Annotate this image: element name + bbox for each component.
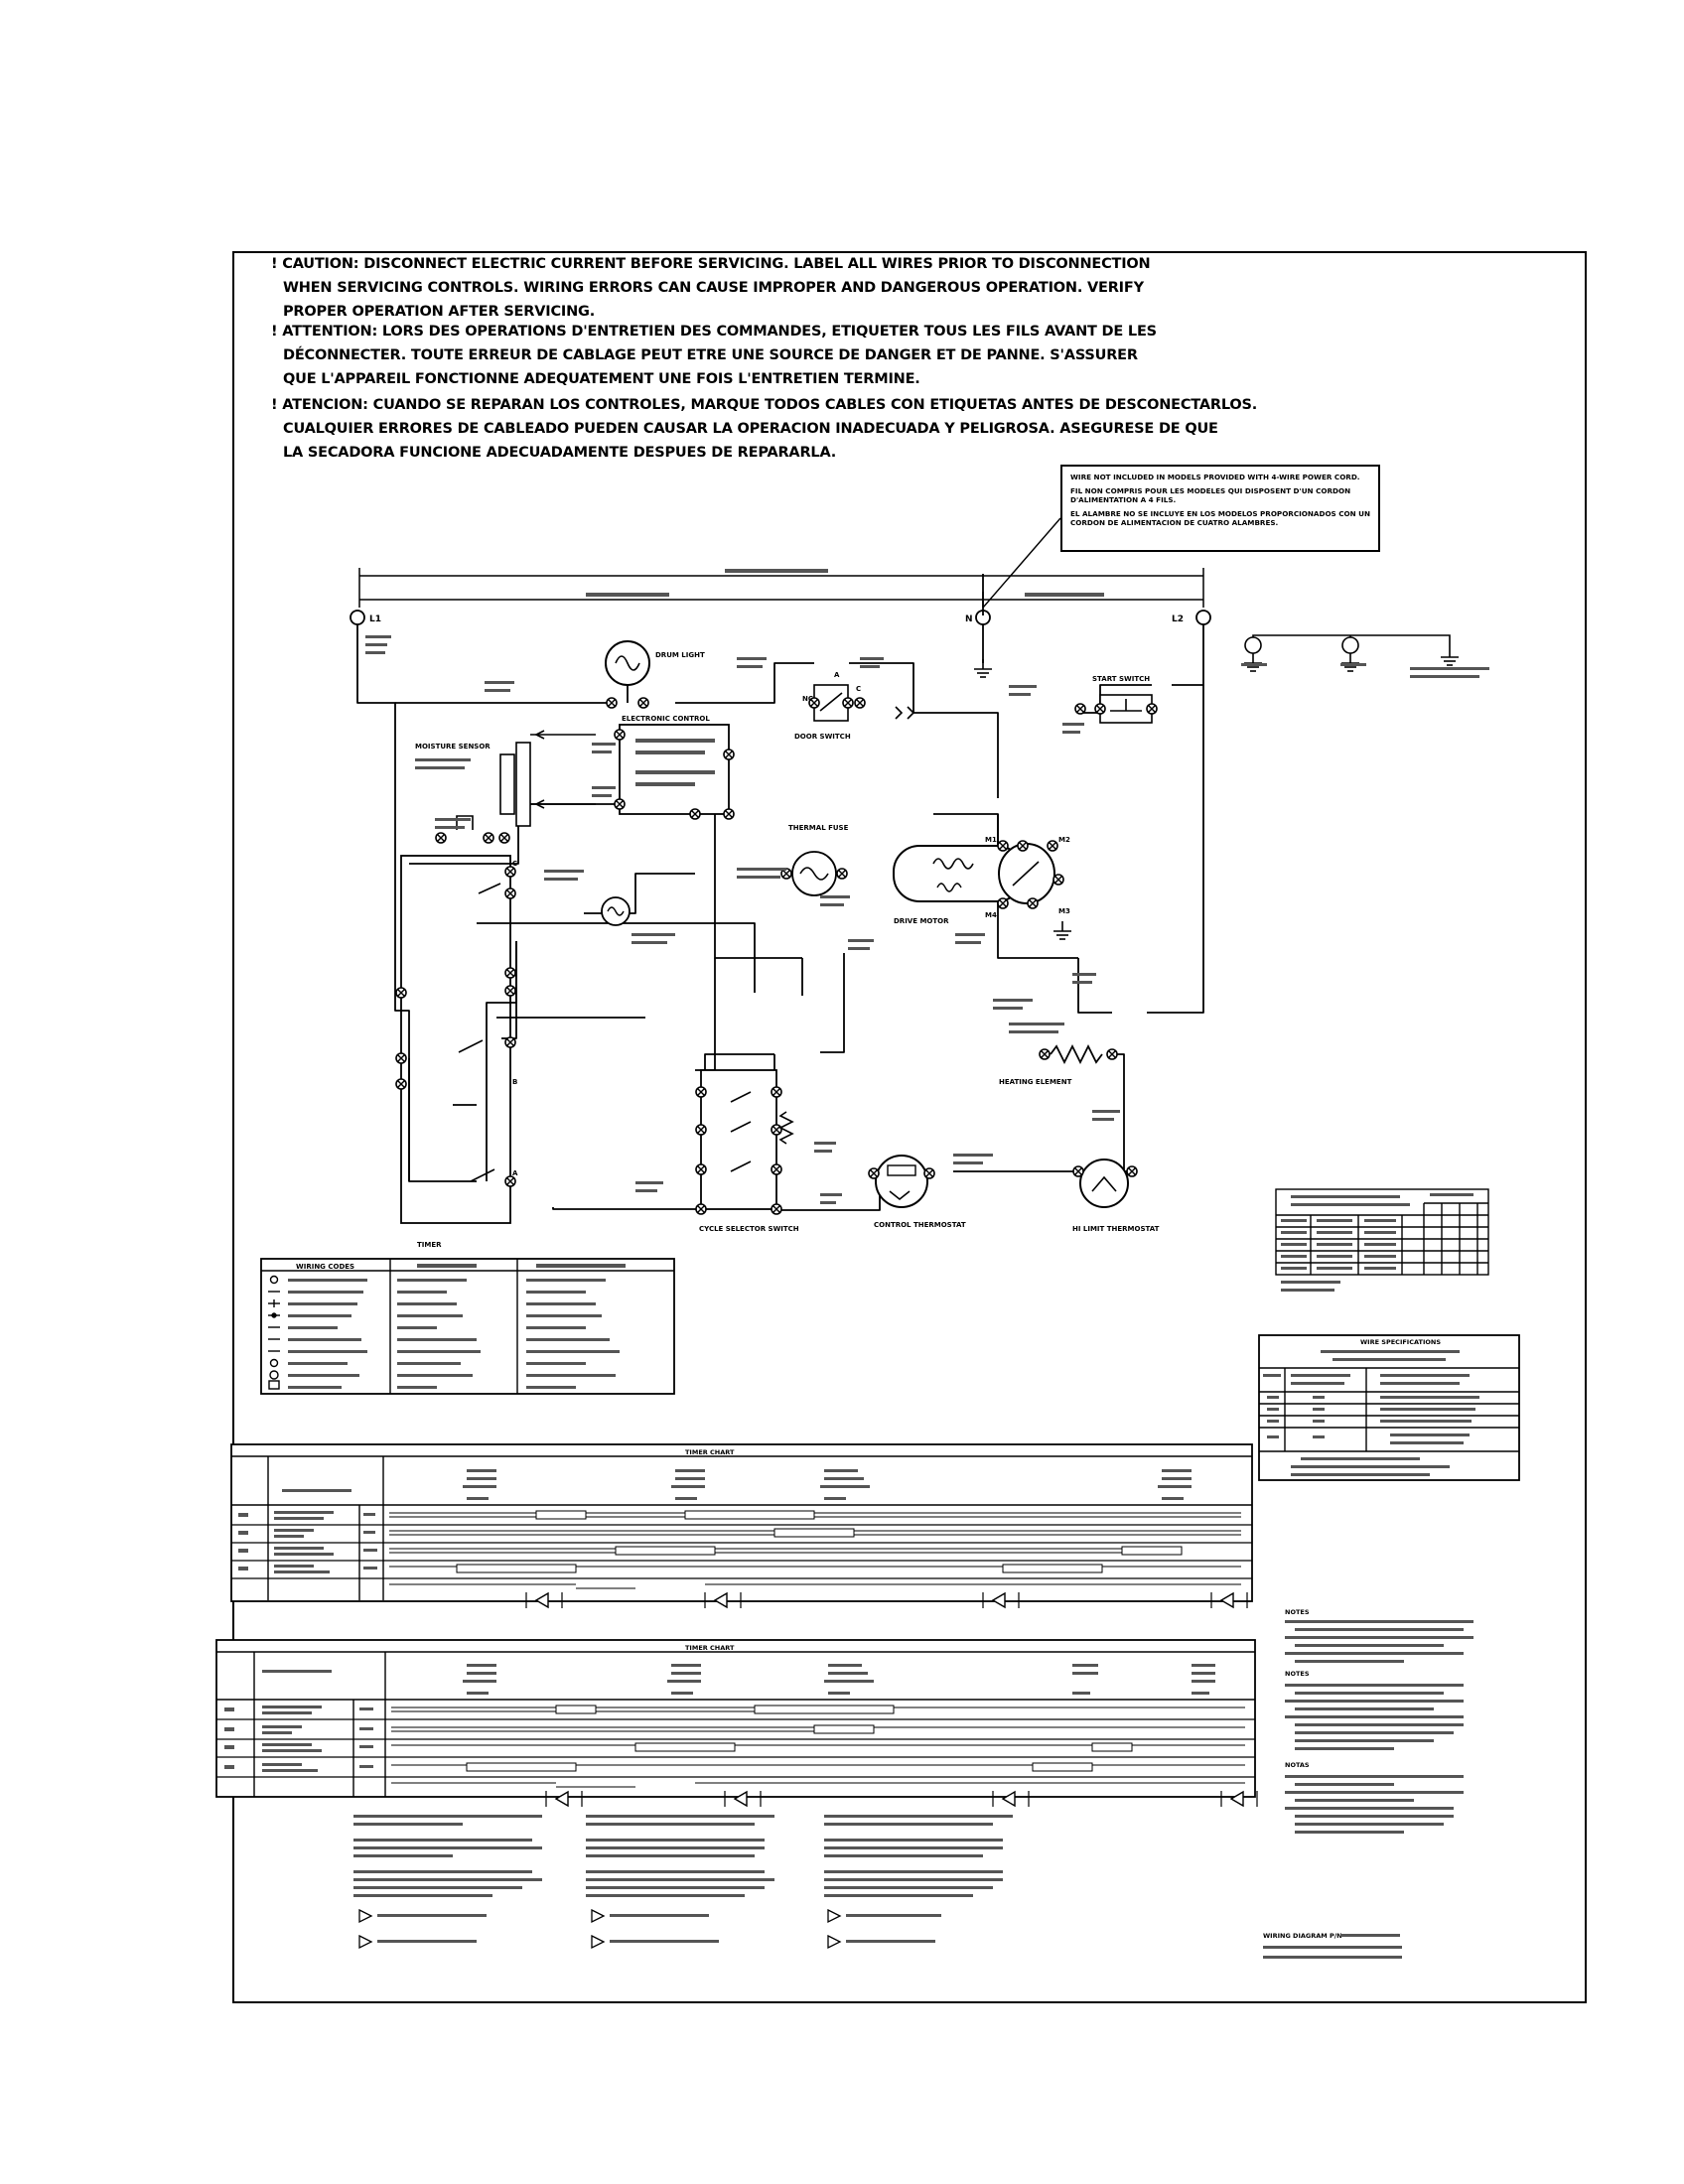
door-switch-c-label: C bbox=[856, 685, 861, 693]
door-switch-connector-arrows bbox=[895, 706, 915, 720]
ground-symbol-1 bbox=[1243, 652, 1263, 672]
timer-motor bbox=[601, 896, 631, 926]
motor-m3-label: M3 bbox=[1058, 907, 1070, 915]
caution-es-line-2: CUALQUIER ERRORES DE CABLEADO PUEDEN CAU… bbox=[283, 421, 1218, 437]
chart-legend-triangles bbox=[358, 1908, 842, 1950]
timer: C A B bbox=[395, 855, 518, 1224]
caution-fr-line-2: DÉCONNECTER. TOUTE ERREUR DE CABLAGE PEU… bbox=[283, 347, 1138, 363]
notes-block: NOTES NOTES NOTAS bbox=[1285, 1608, 1474, 1834]
drive-motor-label: DRIVE MOTOR bbox=[894, 917, 949, 925]
terminal-l2: L2 bbox=[1172, 610, 1211, 625]
caution-es-line-1: ! ATENCION: CUANDO SE REPARAN LOS CONTRO… bbox=[271, 397, 1258, 413]
caution-fr-line-1: ! ATTENTION: LORS DES OPERATIONS D'ENTRE… bbox=[271, 324, 1157, 340]
timer-chart-2: TIMER CHART bbox=[215, 1639, 1258, 1808]
notes-fr-heading: NOTES bbox=[1285, 1670, 1310, 1678]
start-switch bbox=[1074, 694, 1158, 724]
drum-light bbox=[605, 640, 650, 709]
control-thermostat bbox=[868, 1155, 935, 1208]
wiring-diagram-part-number: WIRING DIAGRAM P/N bbox=[1263, 1932, 1402, 1959]
motor-m4-label: M4 bbox=[985, 911, 997, 919]
four-wire-cord-note: WIRE NOT INCLUDED IN MODELS PROVIDED WIT… bbox=[1060, 465, 1380, 552]
terminal-l1-label: L1 bbox=[369, 614, 381, 624]
timer-terminal-a-label: A bbox=[512, 1169, 518, 1177]
ground-symbol-2 bbox=[1340, 652, 1360, 672]
component-label-placeholders bbox=[365, 635, 1489, 1204]
door-switch-a-label: A bbox=[834, 671, 840, 679]
control-thermostat-label: CONTROL THERMOSTAT bbox=[874, 1221, 966, 1229]
note-leader-line bbox=[982, 517, 1061, 609]
voltage-dimension-lines bbox=[358, 568, 1204, 608]
wire-spec-title: WIRE SPECIFICATIONS bbox=[1360, 1338, 1441, 1346]
ground-symbol-3 bbox=[1440, 646, 1460, 666]
thermal-fuse-label: THERMAL FUSE bbox=[788, 824, 849, 832]
motor-m1-label: M1 bbox=[985, 836, 997, 844]
heating-element bbox=[1039, 1043, 1118, 1065]
heating-element-label: HEATING ELEMENT bbox=[999, 1078, 1072, 1086]
door-switch-nc-label: NC bbox=[802, 695, 813, 703]
moisture-sensor-label: MOISTURE SENSOR bbox=[415, 743, 491, 751]
cabinet-ground bbox=[973, 658, 993, 678]
drive-motor: M2 M3 M1 M4 bbox=[893, 836, 1070, 919]
ground-tree bbox=[1244, 634, 1451, 654]
timer-chart-1-title: TIMER CHART bbox=[685, 1448, 735, 1456]
schematic-wires bbox=[356, 574, 1204, 1211]
cord-note-spanish: EL ALAMBRE NO SE INCLUYE EN LOS MODELOS … bbox=[1070, 508, 1370, 528]
electronic-control-label: ELECTRONIC CONTROL bbox=[622, 715, 710, 723]
timer-terminal-b-label: B bbox=[512, 1078, 517, 1086]
chart-explanation-columns bbox=[353, 1815, 1013, 1943]
start-switch-label: START SWITCH bbox=[1092, 675, 1150, 683]
terminal-neutral: N bbox=[965, 610, 991, 625]
caution-french: ! ATTENTION: LORS DES OPERATIONS D'ENTRE… bbox=[271, 320, 1157, 391]
terminal-l1: L1 bbox=[350, 610, 381, 625]
notes-es-heading: NOTAS bbox=[1285, 1761, 1310, 1769]
voltage-label-placeholders bbox=[586, 569, 1104, 597]
drum-light-label: DRUM LIGHT bbox=[655, 651, 705, 659]
motor-ground bbox=[1052, 920, 1072, 940]
wire-specifications-table: WIRE SPECIFICATIONS bbox=[1258, 1334, 1520, 1481]
door-switch: NC C A bbox=[802, 671, 866, 722]
motor-m2-label: M2 bbox=[1058, 836, 1070, 844]
timer-chart-2-title: TIMER CHART bbox=[685, 1644, 735, 1652]
timer-terminal-c-label: C bbox=[512, 860, 517, 868]
terminal-l2-label: L2 bbox=[1172, 614, 1184, 624]
caution-es-line-3: LA SECADORA FUNCIONE ADECUADAMENTE DESPU… bbox=[283, 445, 837, 461]
caution-english: ! CAUTION: DISCONNECT ELECTRIC CURRENT B… bbox=[271, 252, 1151, 324]
hi-limit-thermostat bbox=[1072, 1159, 1138, 1208]
model-heater-table-text bbox=[1281, 1193, 1474, 1292]
electronic-control bbox=[614, 724, 735, 820]
caution-fr-line-3: QUE L'APPAREIL FONCTIONNE ADEQUATEMENT U… bbox=[283, 371, 920, 387]
caution-en-line-2: WHEN SERVICING CONTROLS. WIRING ERRORS C… bbox=[283, 280, 1144, 296]
wiring-diagram-pn-label: WIRING DIAGRAM P/N bbox=[1263, 1932, 1342, 1940]
hi-limit-thermostat-label: HI LIMIT THERMOSTAT bbox=[1072, 1225, 1160, 1233]
caution-spanish: ! ATENCION: CUANDO SE REPARAN LOS CONTRO… bbox=[271, 393, 1257, 465]
caution-en-line-1: ! CAUTION: DISCONNECT ELECTRIC CURRENT B… bbox=[271, 256, 1151, 272]
moisture-sensor bbox=[499, 730, 596, 827]
cord-note-english: WIRE NOT INCLUDED IN MODELS PROVIDED WIT… bbox=[1070, 473, 1360, 481]
selector-resistor bbox=[778, 1111, 794, 1145]
notes-en-heading: NOTES bbox=[1285, 1608, 1310, 1616]
cycle-selector-switch bbox=[695, 1069, 782, 1215]
wiring-codes-legend: WIRING CODES bbox=[260, 1258, 675, 1395]
cord-note-french: FIL NON COMPRIS POUR LES MODELES QUI DIS… bbox=[1070, 485, 1351, 505]
inline-thermal-fuse bbox=[780, 851, 848, 896]
timer-chart-1: TIMER CHART bbox=[230, 1443, 1253, 1609]
thermal-fuse bbox=[435, 815, 510, 844]
timer-label: TIMER bbox=[417, 1241, 442, 1249]
wiring-codes-title: WIRING CODES bbox=[296, 1263, 354, 1271]
door-switch-label: DOOR SWITCH bbox=[794, 733, 851, 741]
terminal-neutral-label: N bbox=[965, 614, 973, 624]
cycle-selector-label: CYCLE SELECTOR SWITCH bbox=[699, 1225, 799, 1233]
page-frame bbox=[232, 251, 1587, 2003]
caution-en-line-3: PROPER OPERATION AFTER SERVICING. bbox=[283, 304, 596, 320]
